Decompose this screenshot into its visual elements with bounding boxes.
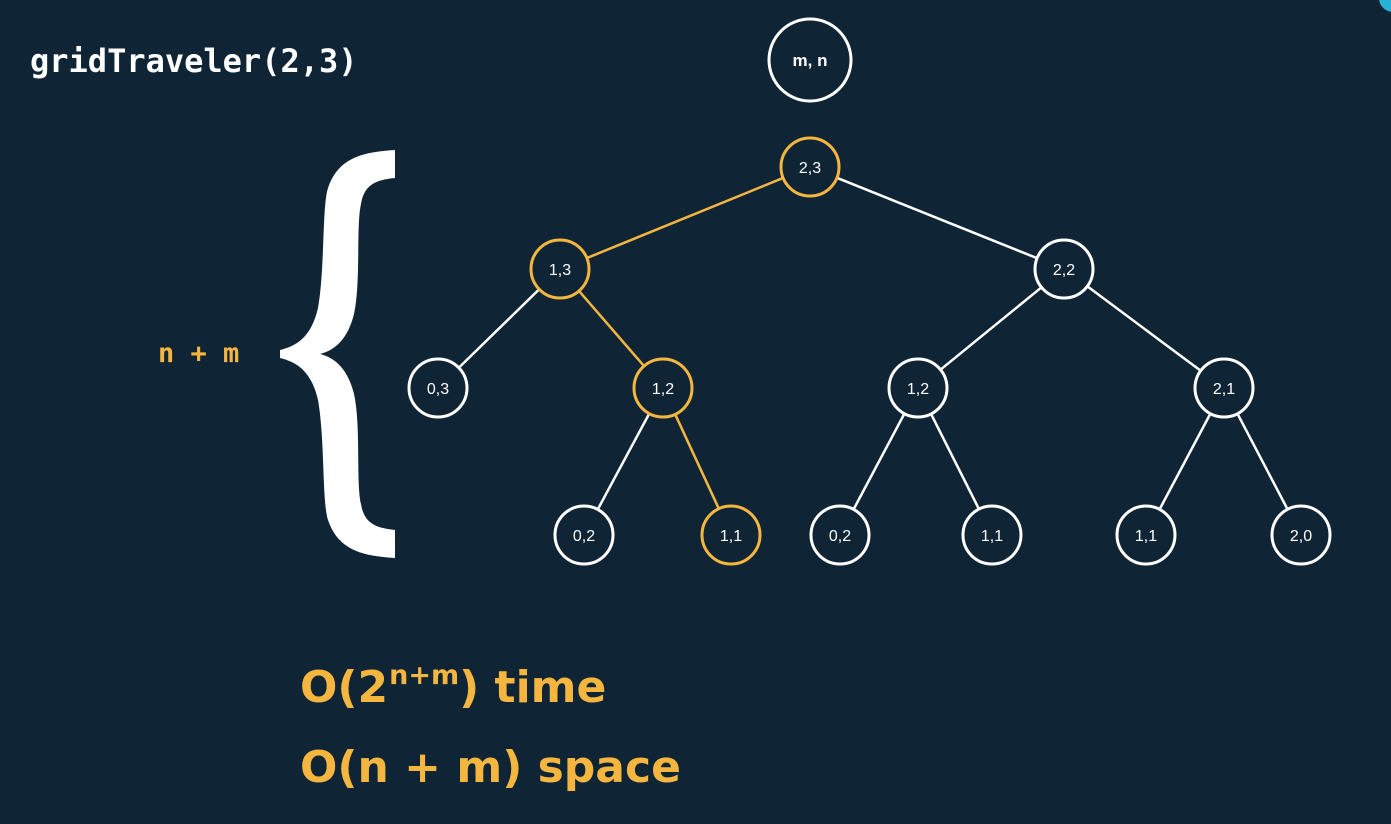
brace-label: n + m — [158, 338, 240, 369]
tree-edges — [457, 176, 1289, 511]
tree-node-circle — [1270, 504, 1332, 566]
legend-node: m, n — [767, 17, 853, 103]
tree-node-label: 2,2 — [1053, 262, 1075, 279]
tree-node: 0,3 — [407, 357, 469, 419]
tree-edge — [596, 412, 651, 511]
tree-node-label: 1,3 — [549, 262, 571, 279]
tree-edge — [1158, 413, 1212, 510]
tree-node: 2,2 — [1033, 238, 1095, 300]
legend-node-label: m, n — [793, 51, 828, 70]
tree-edge — [836, 176, 1038, 260]
tree-node-circle — [809, 504, 871, 566]
tree-node: 1,1 — [700, 504, 762, 566]
tree-node-label: 0,2 — [829, 528, 851, 545]
tree-node-circle — [1193, 357, 1255, 419]
tree-node: 2,1 — [1193, 357, 1255, 419]
curly-brace-icon — [280, 150, 395, 558]
tree-node-circle — [779, 136, 841, 198]
slide-title: gridTraveler(2,3) — [30, 42, 358, 80]
tree-node: 1,3 — [529, 238, 591, 300]
tree-edge — [457, 288, 541, 369]
tree-node: 2,0 — [1270, 504, 1332, 566]
tree-edge — [578, 290, 645, 367]
tree-node: 1,1 — [961, 504, 1023, 566]
tree-edge — [1086, 285, 1202, 372]
tree-node-circle — [632, 357, 694, 419]
tree-node: 0,2 — [809, 504, 871, 566]
tree-node-label: 1,2 — [907, 381, 929, 398]
tree-node-circle — [961, 504, 1023, 566]
tree-node-circle — [407, 357, 469, 419]
tree-nodes: 2,3 1,3 2,2 0,3 1,2 1,2 2,1 0,2 1,1 0,2 1,1 1,1 2,0 — [407, 136, 1332, 566]
space-complexity: O(n + m) space — [300, 742, 681, 793]
time-complexity-exponent: n+m — [389, 660, 460, 691]
tree-node-circle — [529, 238, 591, 300]
tree-edge — [674, 413, 720, 510]
tree-node: 2,3 — [779, 136, 841, 198]
tree-node-circle — [1115, 504, 1177, 566]
tree-node-circle — [553, 504, 615, 566]
tree-node: 1,2 — [887, 357, 949, 419]
tree-node: 1,1 — [1115, 504, 1177, 566]
tree-node: 0,2 — [553, 504, 615, 566]
tree-edge — [939, 286, 1043, 371]
tree-node-label: 0,3 — [427, 381, 449, 398]
tree-node-circle — [1033, 238, 1095, 300]
tree-node-label: 1,1 — [1135, 528, 1157, 545]
tree-edge — [929, 413, 981, 510]
tree-node-label: 1,1 — [981, 528, 1003, 545]
tree-node-label: 2,1 — [1213, 381, 1235, 398]
tree-node-circle — [887, 357, 949, 419]
tree-node-label: 1,2 — [652, 381, 674, 398]
tree-node: 1,2 — [632, 357, 694, 419]
tree-node-label: 2,0 — [1290, 528, 1312, 545]
tree-edge — [1236, 413, 1289, 510]
time-complexity: O(2n+m) time — [300, 660, 606, 713]
tree-edge — [586, 176, 784, 260]
tree-node-label: 1,1 — [720, 528, 742, 545]
time-complexity-prefix: O(2 — [300, 662, 389, 713]
tree-edge — [852, 413, 906, 510]
legend-node-circle — [767, 17, 853, 103]
time-complexity-suffix: ) time — [459, 662, 607, 713]
tree-node-label: 2,3 — [799, 160, 821, 177]
tree-node-label: 0,2 — [573, 528, 595, 545]
tree-node-circle — [700, 504, 762, 566]
